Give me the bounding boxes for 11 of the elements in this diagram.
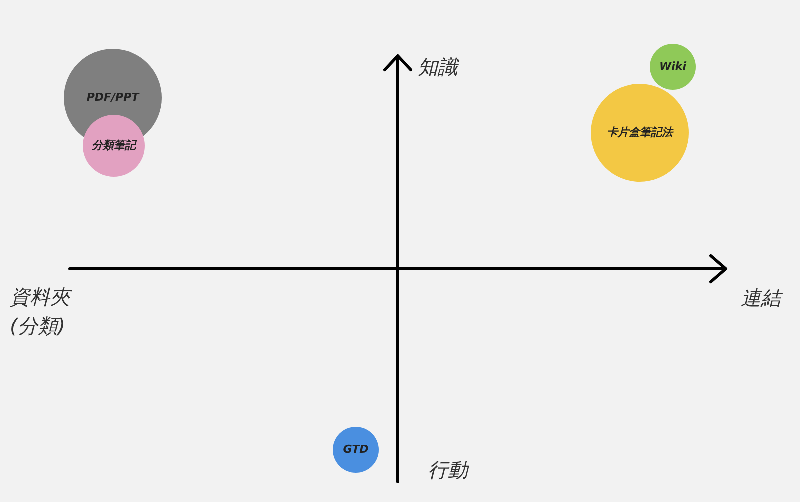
category-bubble [333,427,379,473]
axis-label: 連結 [741,285,781,312]
bubble-label: PDF/PPT [86,91,140,105]
axis-label: 行動 [428,457,468,484]
bubble-label: 分類筆記 [92,139,136,153]
axis-label: 知識 [418,54,458,81]
bubble-label: GTD [343,443,369,457]
bubble-label: Wiki [660,60,686,74]
axis-label: 資料夾(分類) [10,283,74,341]
category-bubble [650,44,696,90]
bubble-label: 卡片盒筆記法 [607,126,673,140]
